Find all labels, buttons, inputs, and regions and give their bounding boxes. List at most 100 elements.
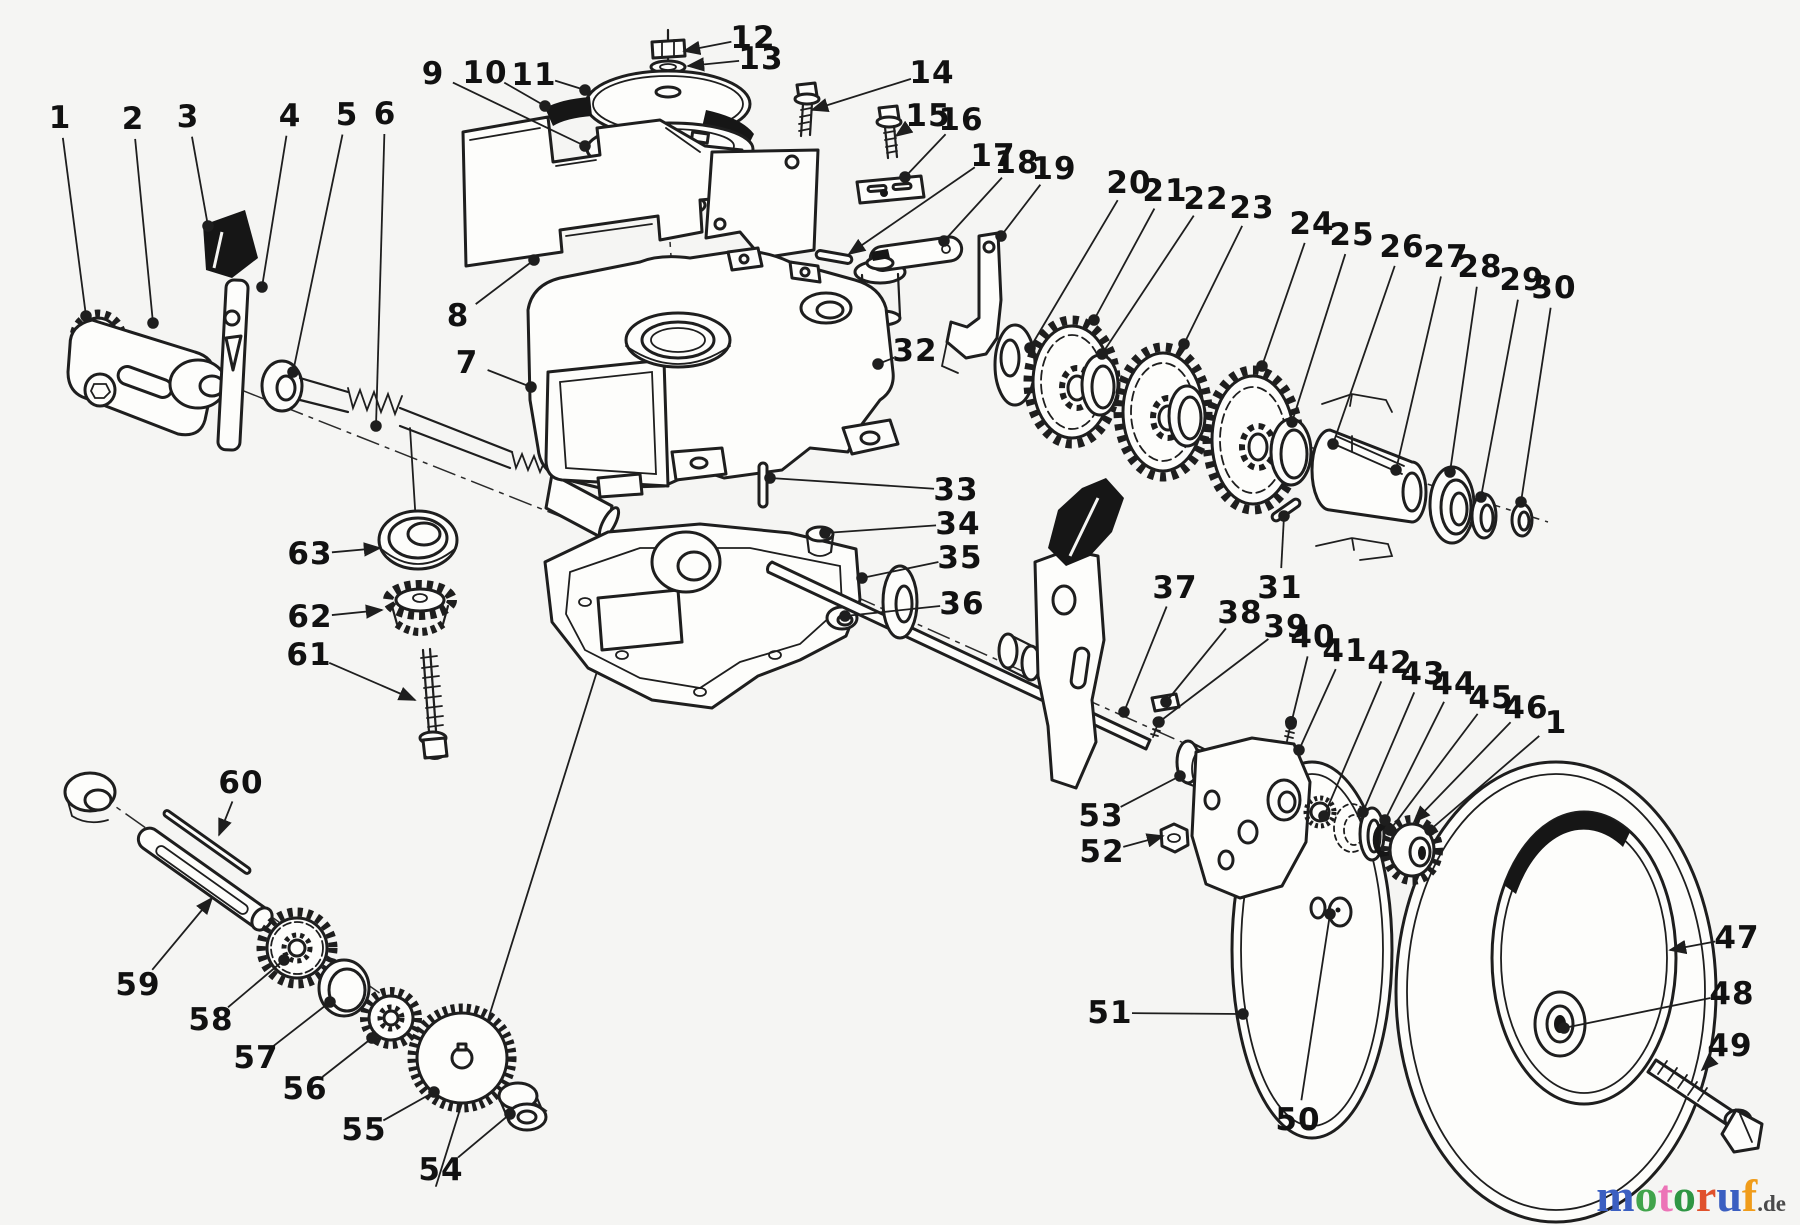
part-number-label: 58 bbox=[188, 1002, 233, 1038]
callout-36: 36 bbox=[839, 586, 984, 622]
callout-48: 48 bbox=[1558, 976, 1754, 1034]
callout-26: 26 bbox=[1327, 229, 1424, 450]
part-number-label: 40 bbox=[1290, 619, 1335, 655]
part-number-label: 49 bbox=[1707, 1028, 1752, 1064]
leader-line bbox=[1024, 199, 1119, 354]
part-number-label: 41 bbox=[1322, 633, 1367, 669]
slotted-plate-part16 bbox=[855, 174, 926, 205]
callout-11: 11 bbox=[511, 57, 591, 96]
part-number-label: 24 bbox=[1289, 206, 1334, 242]
callout-39: 39 bbox=[1153, 609, 1308, 728]
part-number-label: 7 bbox=[456, 345, 479, 381]
logo-letter: t bbox=[1657, 1170, 1673, 1221]
leader-line bbox=[331, 542, 382, 557]
callout-53: 53 bbox=[1078, 770, 1186, 834]
callout-12: 12 bbox=[682, 20, 775, 56]
part-number-label: 23 bbox=[1229, 190, 1274, 226]
part-number-label: 47 bbox=[1714, 920, 1759, 956]
nut-part52 bbox=[1159, 822, 1190, 854]
carrier-plate-part41 bbox=[1190, 736, 1312, 900]
pin-part31 bbox=[1270, 497, 1302, 523]
leader-line bbox=[899, 133, 947, 183]
leader-line bbox=[370, 133, 386, 432]
callout-3: 3 bbox=[177, 99, 214, 232]
leader-line bbox=[1515, 307, 1552, 508]
leader-line bbox=[764, 472, 935, 490]
logo-suffix: .de bbox=[1757, 1191, 1786, 1216]
bracket-part19 bbox=[940, 231, 1003, 374]
leader-line bbox=[1318, 681, 1383, 822]
leader-line bbox=[856, 561, 939, 584]
part-number-label: 8 bbox=[447, 298, 470, 334]
shift-lever-assembly bbox=[66, 210, 621, 542]
leader-line bbox=[872, 356, 895, 370]
part-number-label: 54 bbox=[418, 1152, 463, 1188]
part-number-label: 3 bbox=[177, 99, 200, 135]
rim-shadow bbox=[1504, 812, 1630, 894]
callout-43: 43 bbox=[1357, 656, 1445, 818]
bolt-part15 bbox=[875, 104, 903, 160]
leader-line bbox=[1390, 276, 1442, 476]
leader-line bbox=[457, 1108, 516, 1159]
leader-line bbox=[61, 137, 92, 322]
logo-letter: m bbox=[1596, 1170, 1635, 1221]
callout-42: 42 bbox=[1318, 645, 1412, 822]
leader-line bbox=[452, 81, 591, 152]
part-number-label: 15 bbox=[905, 98, 950, 134]
belt-segment-left bbox=[545, 97, 592, 126]
callout-16: 16 bbox=[899, 102, 983, 183]
callout-40: 40 bbox=[1285, 619, 1335, 730]
leader-line bbox=[1379, 701, 1445, 826]
callout-56: 56 bbox=[282, 1032, 378, 1107]
callout-35: 35 bbox=[856, 540, 982, 584]
callout-38: 38 bbox=[1160, 595, 1262, 708]
part-number-label: 50 bbox=[1275, 1102, 1320, 1138]
leader-line bbox=[1327, 265, 1396, 450]
part-number-label: 21 bbox=[1142, 173, 1187, 209]
leader-line bbox=[847, 166, 976, 256]
part-number-label: 39 bbox=[1263, 609, 1308, 645]
logo-letter: o bbox=[1672, 1170, 1696, 1221]
part-number-label: 55 bbox=[341, 1112, 386, 1148]
bolt-part61 bbox=[418, 647, 449, 760]
part-number-label: 27 bbox=[1423, 239, 1468, 275]
leader-line bbox=[272, 996, 336, 1047]
part-number-label: 14 bbox=[909, 55, 954, 91]
part-number-label: 16 bbox=[938, 102, 983, 138]
rubber-grip-part3 bbox=[203, 210, 258, 278]
part-number-label: 61 bbox=[286, 637, 331, 673]
height-lever-bracket bbox=[1033, 478, 1124, 790]
gear-part56 bbox=[360, 987, 422, 1049]
motoruf-logo[interactable]: motoruf.de bbox=[1596, 1173, 1786, 1219]
callout-51: 51 bbox=[1087, 995, 1249, 1031]
part-number-label: 45 bbox=[1468, 680, 1513, 716]
callout-4: 4 bbox=[256, 98, 300, 293]
callout-7: 7 bbox=[456, 345, 537, 393]
part-number-label: 1 bbox=[1545, 705, 1568, 741]
leader-line bbox=[819, 524, 937, 539]
part-number-label: 43 bbox=[1400, 656, 1445, 692]
part-number-label: 62 bbox=[287, 599, 332, 635]
bolt-part14 bbox=[793, 81, 821, 138]
callout-28: 28 bbox=[1444, 249, 1502, 478]
leader-line bbox=[1160, 627, 1227, 708]
callout-61: 61 bbox=[286, 637, 417, 701]
pin-part17 bbox=[814, 249, 854, 265]
part-number-label: 34 bbox=[935, 506, 980, 542]
leader-line bbox=[1293, 668, 1337, 756]
leader-line bbox=[1120, 770, 1186, 808]
cap-part34 bbox=[805, 525, 835, 543]
part-number-label: 59 bbox=[115, 967, 160, 1003]
part-number-label: 26 bbox=[1379, 229, 1424, 265]
callout-55: 55 bbox=[341, 1086, 440, 1148]
leader-line bbox=[1178, 225, 1243, 350]
leader-line bbox=[1558, 997, 1711, 1034]
leader-line bbox=[191, 136, 214, 232]
cup-part28 bbox=[1428, 465, 1476, 545]
leader-line bbox=[134, 138, 159, 329]
callout-19: 19 bbox=[995, 151, 1076, 242]
lower-housing-part35 bbox=[543, 522, 862, 710]
callout-20: 20 bbox=[1024, 165, 1151, 354]
part-number-label: 35 bbox=[937, 540, 982, 576]
